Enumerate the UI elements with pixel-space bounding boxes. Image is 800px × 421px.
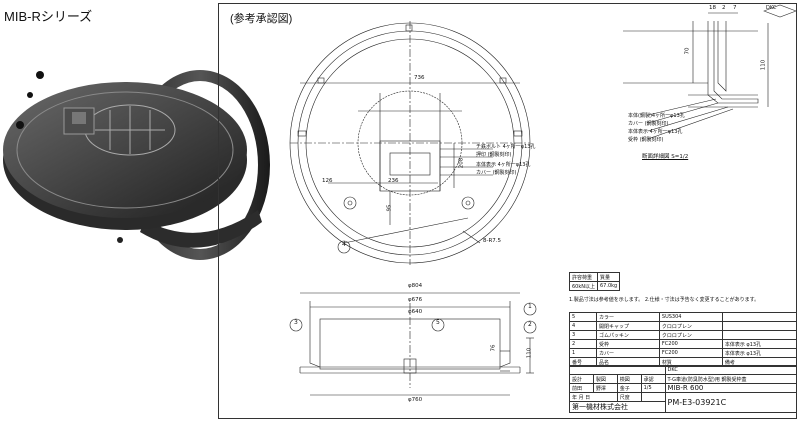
part-material: SUS304 bbox=[658, 312, 723, 322]
product-photo bbox=[3, 70, 270, 260]
dim-section-2: 2 bbox=[722, 5, 726, 11]
drawing-notes: 1.製品寸法は参考値を示します。 2.仕様・寸法は予告なく変更することがあります… bbox=[569, 297, 760, 303]
balloon-4: 4 bbox=[342, 241, 346, 248]
technical-drawing bbox=[289, 4, 797, 396]
title-block-blank bbox=[569, 365, 666, 375]
dim-height-76: 76 bbox=[490, 344, 497, 352]
dim-760: φ760 bbox=[408, 397, 423, 403]
top-view bbox=[289, 21, 531, 265]
callout-section-3: 本体表示 4ヶ所一φ13孔 bbox=[628, 129, 683, 135]
balloon-3-ring bbox=[289, 318, 303, 332]
dim-section-70: 70 bbox=[684, 47, 691, 55]
callout-top-1: チ鉄ボルト 4ヶ所一φ13孔 bbox=[476, 144, 536, 150]
part-no: 2 bbox=[569, 339, 597, 349]
dim-height-110: 110 bbox=[526, 347, 533, 359]
part-remark bbox=[721, 321, 798, 331]
part-remark: 本体表示 φ13孔 bbox=[721, 339, 798, 349]
balloon-2: 2 bbox=[528, 321, 532, 328]
side-view bbox=[299, 292, 534, 396]
part-remark bbox=[721, 312, 798, 322]
dkc-corner-text: DKC bbox=[766, 5, 777, 11]
dim-offset-126: 126 bbox=[322, 178, 333, 184]
role-design: 設計 bbox=[569, 374, 594, 384]
callout-top-4: カバー (鋼製刻印) bbox=[476, 170, 517, 176]
dkc-corner-mark bbox=[763, 4, 797, 18]
date-label: 年 月 日 bbox=[569, 392, 618, 402]
dim-section-7: 7 bbox=[733, 5, 737, 11]
dim-height-208: 208 bbox=[458, 157, 465, 169]
part-remark: 本体表示 φ13孔 bbox=[721, 348, 798, 358]
scale-value: 1/5 bbox=[640, 383, 666, 393]
reference-title: (参考承認図) bbox=[230, 13, 293, 25]
balloon-1: 1 bbox=[528, 303, 532, 310]
dim-top-span: 736 bbox=[414, 75, 425, 81]
balloon-1-ring bbox=[523, 302, 537, 316]
balloon-3: 3 bbox=[294, 319, 298, 326]
part-material: クロロプレン bbox=[658, 321, 723, 331]
dim-section-18: 18 bbox=[709, 5, 716, 11]
spec-load: 60kN以上 bbox=[569, 281, 598, 291]
series-title: MIB-Rシリーズ bbox=[4, 9, 93, 24]
title-block-blank-2 bbox=[640, 392, 666, 402]
balloon-5-ring bbox=[431, 318, 445, 332]
dim-640: φ640 bbox=[408, 309, 423, 315]
part-name: カバー bbox=[595, 348, 660, 358]
scale-label: 尺度 bbox=[616, 392, 642, 402]
part-remark bbox=[721, 330, 798, 340]
name-design: 前田 bbox=[569, 383, 594, 393]
drawing-number: PM-E3-03921C bbox=[664, 392, 797, 413]
balloon-5: 5 bbox=[436, 319, 440, 326]
name-draft: 野澤 bbox=[592, 383, 618, 393]
balloon-group bbox=[289, 240, 537, 334]
section-label: 断面詳細図 S=1/2 bbox=[642, 154, 689, 160]
balloon-4-ring bbox=[337, 240, 351, 254]
part-no: 5 bbox=[569, 312, 597, 322]
part-material: FC200 bbox=[658, 348, 723, 358]
role-draft: 製図 bbox=[592, 374, 618, 384]
dim-offset-236: 236 bbox=[388, 178, 399, 184]
title-block: DKC 設計 製図 検図 承認 T-G車道(防臭防水型)用 鋼製受枠蓋 前田 野… bbox=[569, 365, 797, 413]
dim-radius: 8-R7.5 bbox=[483, 238, 502, 244]
part-name: 開閉キャップ bbox=[595, 321, 660, 331]
cover-disc bbox=[3, 71, 247, 230]
spec-header-mass: 質量 bbox=[596, 272, 621, 282]
model-name: MIB-R 600 bbox=[664, 383, 797, 393]
drawing-sheet bbox=[218, 3, 797, 419]
balloon-2-ring bbox=[523, 320, 537, 334]
part-no: 3 bbox=[569, 330, 597, 340]
section-detail bbox=[623, 12, 769, 140]
product-desc: T-G車道(防臭防水型)用 鋼製受枠蓋 bbox=[664, 374, 797, 384]
part-material: クロロプレン bbox=[658, 330, 723, 340]
spec-mass: 67.0kg bbox=[596, 281, 621, 291]
part-name: ゴムパッキン bbox=[595, 330, 660, 340]
part-no: 1 bbox=[569, 348, 597, 358]
name-check: 金子 bbox=[616, 383, 642, 393]
dim-804: φ804 bbox=[408, 283, 423, 289]
part-material: FC200 bbox=[658, 339, 723, 349]
role-approve: 承認 bbox=[640, 374, 666, 384]
callout-top-3: 本体表示 4ヶ所一φ13孔 bbox=[476, 162, 531, 168]
part-name: カラー bbox=[595, 312, 660, 322]
callout-section-4: 受枠 (鋼製刻印) bbox=[628, 137, 664, 143]
callout-section-2: カバー (鋼製刻印) bbox=[628, 121, 669, 127]
dim-section-110: 110 bbox=[760, 59, 767, 71]
company-name: 第一機材株式会社 bbox=[569, 401, 666, 413]
role-check: 検図 bbox=[616, 374, 642, 384]
callout-section-1: 本体(鋼製)4ヶ所一φ13孔 bbox=[628, 113, 685, 119]
dim-676: φ676 bbox=[408, 297, 423, 303]
callout-top-2: 押印 (鋼製刻印) bbox=[476, 152, 512, 158]
part-name: 受枠 bbox=[595, 339, 660, 349]
part-no: 4 bbox=[569, 321, 597, 331]
company-mark: DKC bbox=[664, 365, 797, 375]
dim-depth-95: 95 bbox=[386, 204, 393, 212]
spec-table: 許容荷重 質量 60kN以上 67.0kg bbox=[569, 272, 621, 291]
spec-header-load: 許容荷重 bbox=[569, 272, 598, 282]
